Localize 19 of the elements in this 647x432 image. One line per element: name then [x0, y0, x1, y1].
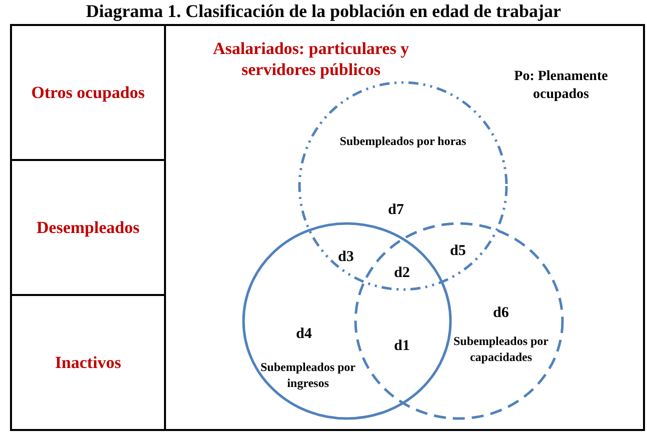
set-label: Subempleados por capacidades — [452, 333, 550, 365]
region-label: Po: Plenamente ocupados — [513, 68, 609, 104]
set-label: Subempleados por horas — [338, 133, 468, 149]
region-label: d7 — [388, 201, 404, 219]
region-label: d3 — [338, 248, 354, 266]
region-label: d6 — [493, 304, 509, 322]
category-label: Inactivos — [54, 352, 122, 374]
panel-heading: Asalariados: particulares y servidores públicos — [212, 38, 410, 80]
category-label: Desempleados — [36, 216, 140, 239]
set-label: Subempleados por ingresos — [259, 359, 357, 391]
region-label: d5 — [450, 242, 466, 260]
category-cell — [10, 24, 166, 161]
region-label: d4 — [296, 325, 312, 343]
region-label: d2 — [394, 264, 410, 282]
category-label: Otros ocupados — [31, 82, 145, 104]
category-cell — [10, 294, 166, 431]
diagram-title: Diagrama 1. Clasificación de la población en edad de trabajar — [85, 0, 562, 22]
panel-cell — [164, 24, 645, 431]
region-label: d1 — [394, 337, 410, 355]
